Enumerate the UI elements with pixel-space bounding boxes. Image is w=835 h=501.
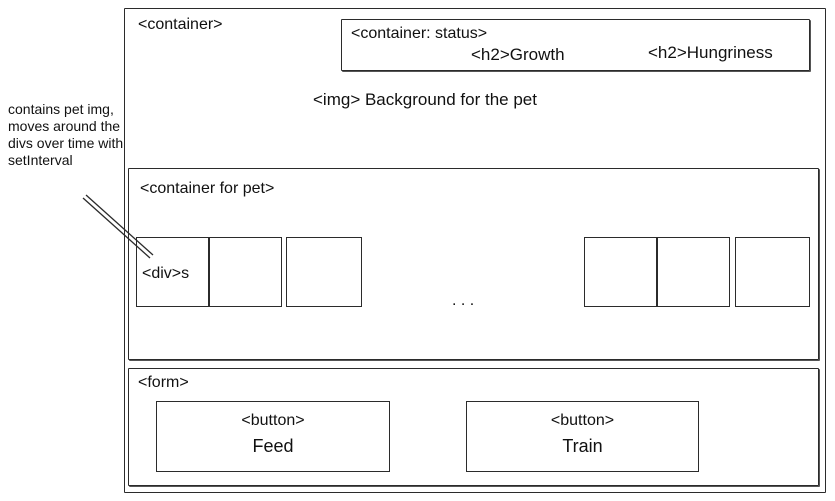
pet-div-slot-label: <div>s (142, 265, 190, 282)
status-container-label: <container: status> (351, 25, 488, 42)
train-button-label: Train (562, 436, 603, 456)
pet-div-slot (136, 237, 209, 307)
pet-div-slot (657, 237, 730, 307)
pet-div-slot (209, 237, 282, 307)
annotation-note: contains pet img, moves around the divs … (8, 101, 124, 168)
pet-container (128, 168, 819, 360)
form-label: <form> (138, 374, 189, 391)
feed-button[interactable]: <button> Feed (156, 401, 390, 472)
pet-div-slot (286, 237, 362, 307)
train-button[interactable]: <button> Train (466, 401, 699, 472)
feed-button-tag: <button> (241, 412, 305, 429)
status-container (341, 19, 810, 71)
background-img-label: <img> Background for the pet (313, 90, 537, 109)
feed-button-label: Feed (252, 436, 294, 456)
pet-container-label: <container for pet> (140, 180, 275, 197)
outer-container-label: <container> (138, 16, 223, 33)
train-button-tag: <button> (550, 412, 615, 429)
pet-div-slot (735, 237, 810, 307)
pet-div-slot (584, 237, 657, 307)
form-container (128, 368, 819, 486)
growth-heading: <h2>Growth (471, 45, 565, 64)
hungriness-heading: <h2>Hungriness (648, 43, 773, 62)
ellipsis: . . . (452, 292, 475, 309)
